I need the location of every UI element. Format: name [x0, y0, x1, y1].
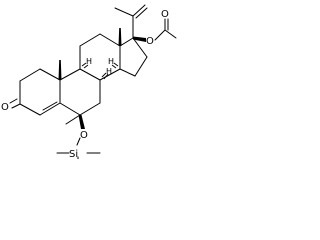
ring-b — [59, 68, 101, 116]
methyl-10-wedge — [58, 60, 62, 80]
acyl-oxygen-label: O — [161, 9, 169, 20]
stereo-h-9-label: H — [86, 57, 92, 66]
steroid-structure-diagram: O O O O Si H H H — [1, 4, 177, 159]
acetyl-side-chain — [114, 4, 148, 39]
stereo-h-8-label: H — [106, 67, 112, 76]
ester-oxygen-label: O — [146, 36, 154, 47]
acetoxy-group — [133, 18, 177, 42]
ketone-oxygen-label: O — [1, 102, 9, 113]
stereo-h-14-label: H — [108, 57, 114, 66]
c6-substituents — [65, 114, 85, 129]
silicon-label: Si — [69, 149, 78, 159]
ring-a — [19, 68, 61, 116]
silyl-ether-oxygen-label: O — [80, 130, 88, 141]
methyl-13-wedge — [118, 28, 122, 46]
trimethylsilyl-group — [56, 137, 101, 159]
ring-c — [79, 33, 121, 81]
stereo-hashes — [81, 62, 119, 80]
ring-d — [119, 37, 148, 77]
ketone-group — [9, 98, 21, 109]
